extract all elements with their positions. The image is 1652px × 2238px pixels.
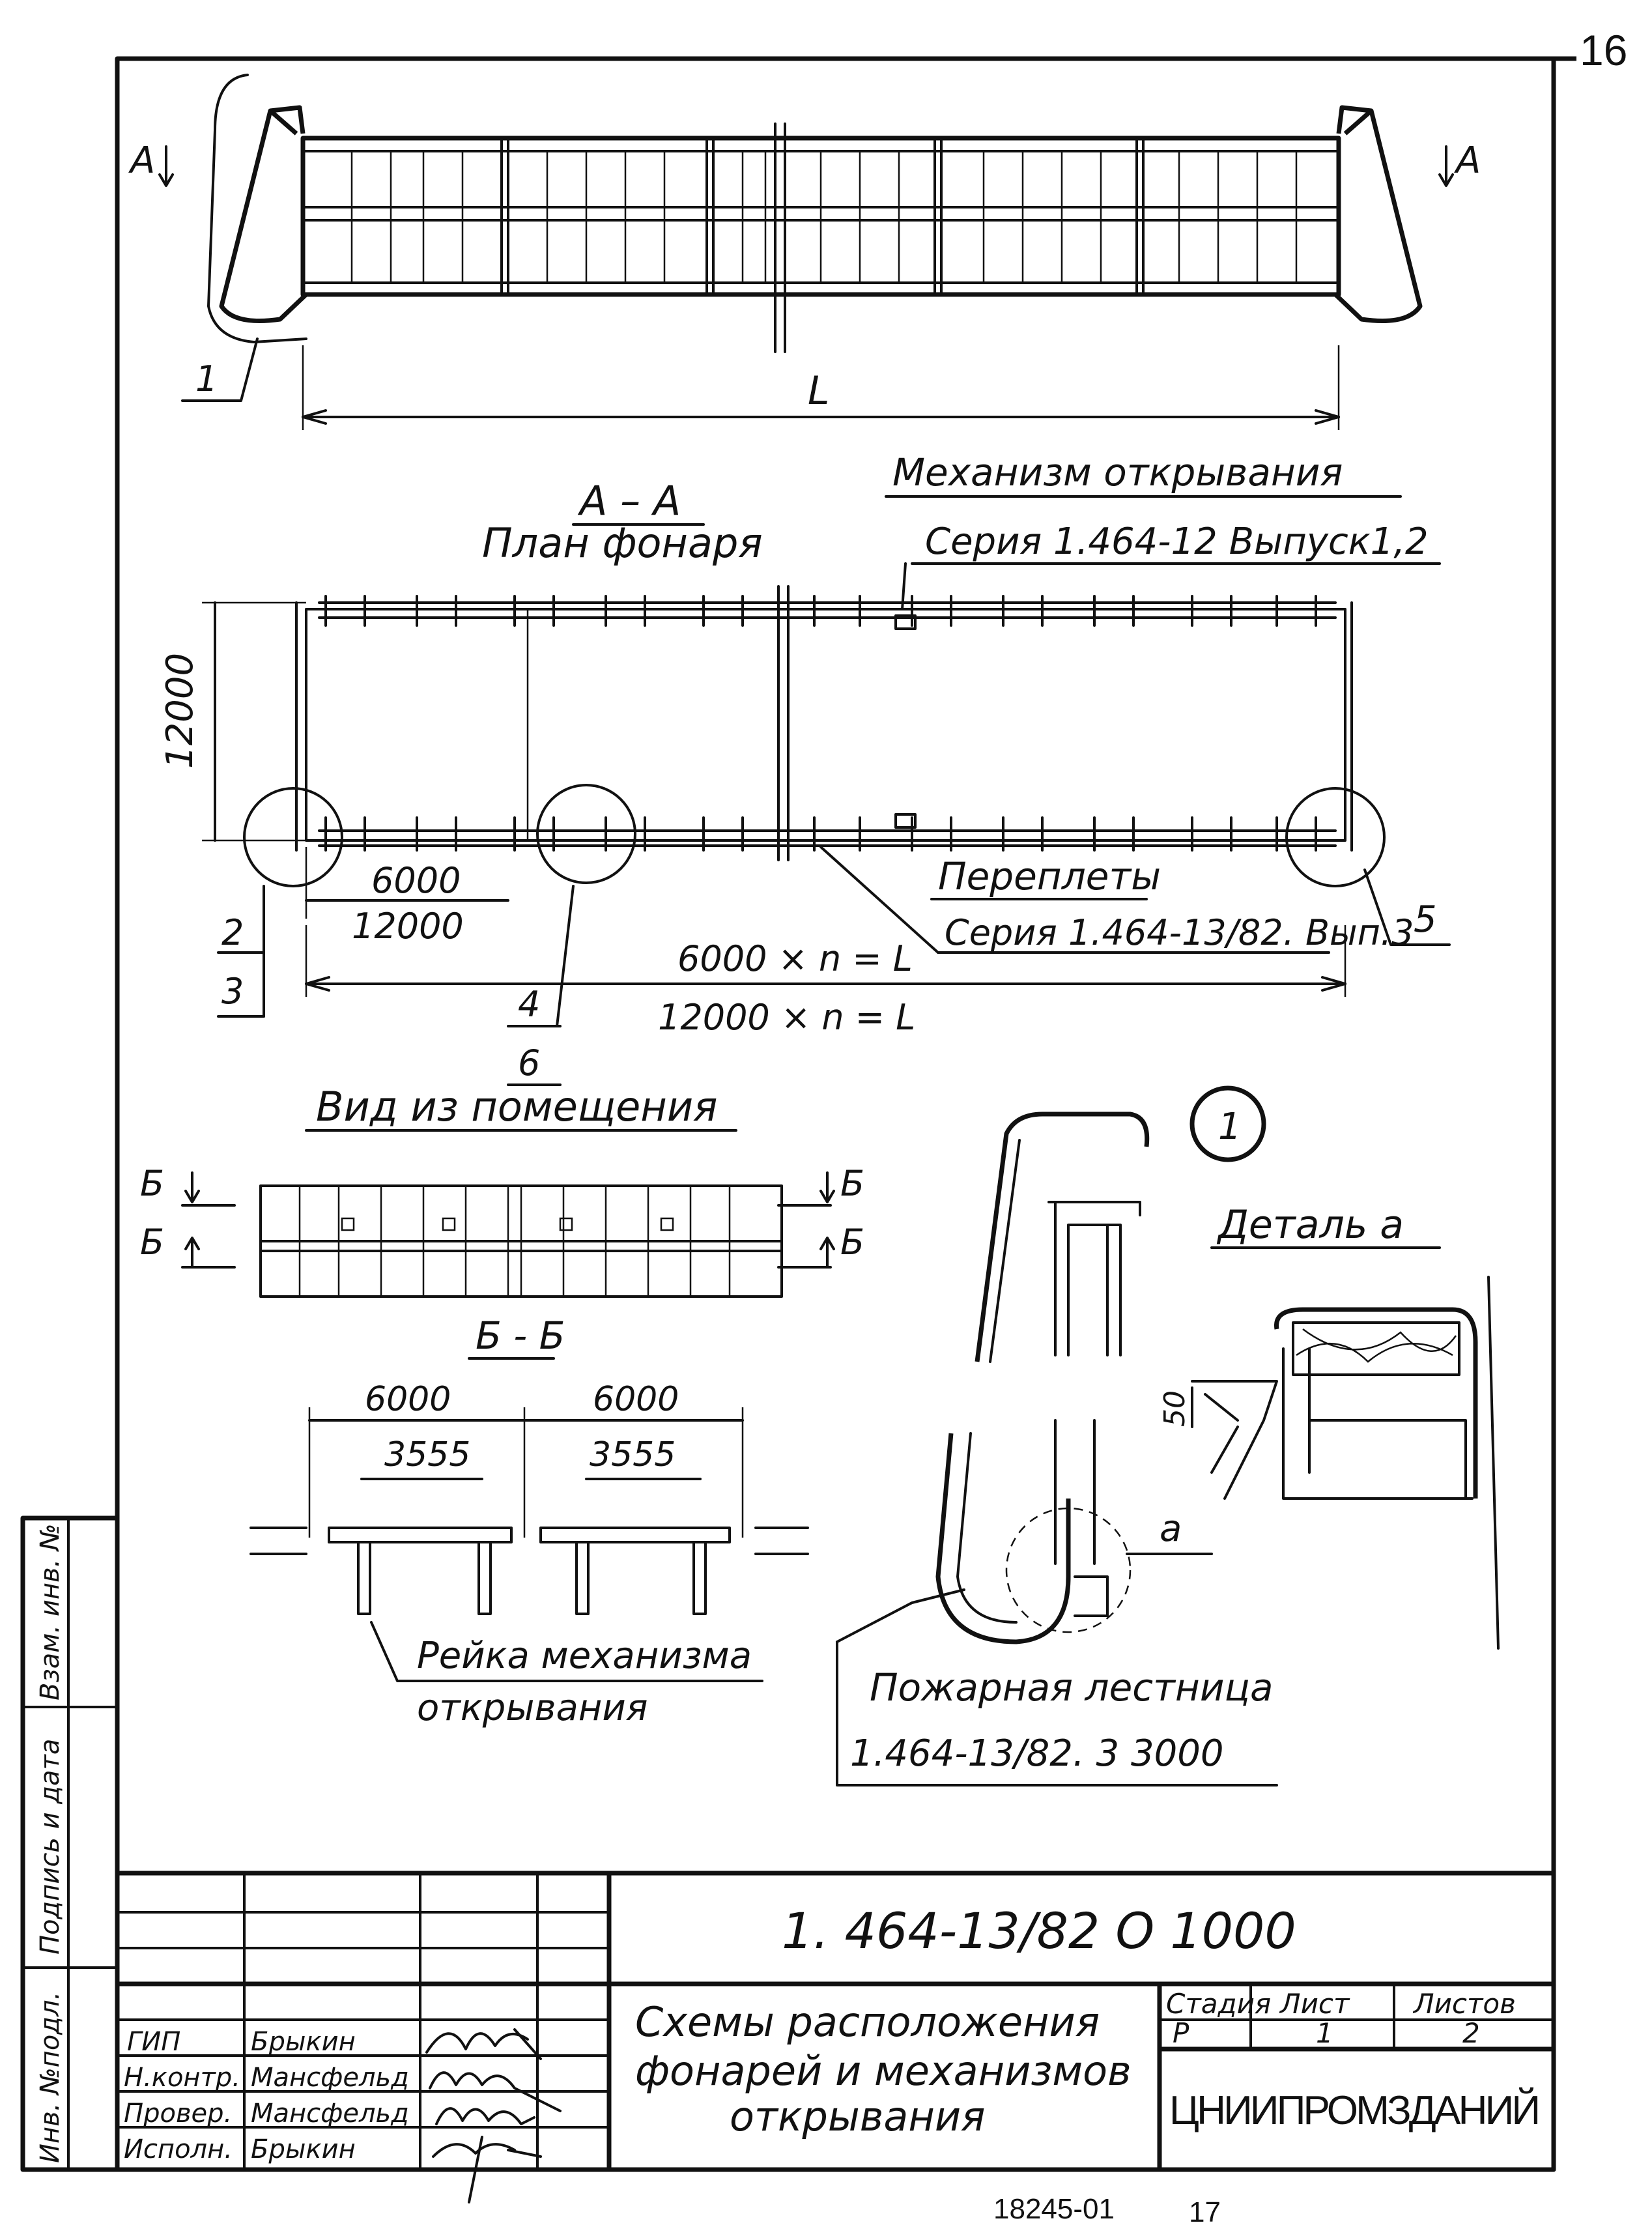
organization: ЦНИИПРОМЗДАНИЙ [1169, 2087, 1541, 2133]
stage-label: Стадия [1166, 1988, 1271, 2020]
role-1: ГИП [127, 2027, 180, 2057]
bb-dim-3555-b: 3555 [590, 1435, 676, 1474]
name-4: Брыкин [251, 2134, 356, 2164]
callout-4: 4 [518, 984, 540, 1025]
detail-1: 1 а Деталь а 50 Пожарная лестница 1.464-… [836, 1085, 1500, 1786]
bb-dim-6000-b: 6000 [593, 1380, 679, 1419]
doc-title-1: Схемы расположения [635, 1998, 1100, 2046]
section-bb: Б - Б 6000 6000 3555 3555 Рейка механизм… [249, 1313, 809, 1729]
plan-height-dim: 12000 [159, 653, 201, 769]
name-2: Мансфельд [251, 2063, 409, 2093]
sheets-value: 2 [1462, 2017, 1480, 2049]
formula-1: 6000 × n = L [677, 938, 913, 979]
doc-title-3: открывания [730, 2093, 985, 2140]
detail-title: Деталь а [1216, 1202, 1404, 1248]
stage-value: Р [1173, 2017, 1189, 2049]
plan-title: А – А [577, 477, 681, 524]
room-mark-4: Б [840, 1222, 864, 1263]
detail-dim-50: 50 [1158, 1390, 1191, 1427]
plan-subtitle: План фонаря [482, 519, 763, 567]
frames-series: Серия 1.464-13/82. Вып.3 [945, 912, 1414, 953]
role-4: Исполн. [124, 2134, 233, 2164]
side-inv-orig: Инв. №подл. [35, 1992, 65, 2163]
callout-3: 3 [221, 971, 244, 1012]
side-sign-date: Подпись и дата [35, 1739, 65, 1955]
sheets-label: Листов [1412, 1988, 1516, 2020]
name-3: Мансфельд [251, 2099, 409, 2129]
room-view-title: Вид из помещения [316, 1083, 717, 1130]
sheet-frame [115, 56, 1556, 2172]
page-number: 16 [1580, 26, 1627, 74]
room-mark-3: Б [840, 1163, 864, 1204]
title-block: 1. 464-13/82 О 1000 Схемы расположения ф… [116, 1871, 1555, 2203]
section-mark-right: А [1454, 139, 1481, 182]
lantern-elevation: А А 1 L [128, 74, 1481, 430]
room-mark-2: Б [140, 1222, 164, 1263]
formula-2: 12000 × n = L [658, 997, 915, 1038]
sheet-value: 1 [1316, 2017, 1333, 2049]
callout-6: 6 [518, 1042, 540, 1083]
rail-label-2: открывания [417, 1687, 648, 1729]
footer-doc-number: 18245-01 [993, 2193, 1115, 2225]
callout-2: 2 [221, 912, 244, 953]
detail-circle-num: 1 [1218, 1106, 1242, 1148]
sheet-label: Лист [1279, 1988, 1350, 2020]
plan-dim-12000: 12000 [352, 906, 464, 947]
ladder-label-2: 1.464-13/82. 3 3000 [850, 1732, 1223, 1775]
section-bb-title: Б - Б [476, 1313, 565, 1358]
name-1: Брыкин [251, 2027, 356, 2057]
bb-dim-6000-a: 6000 [365, 1380, 451, 1419]
role-2: Н.контр. [124, 2063, 240, 2093]
bb-dim-3555-a: 3555 [384, 1435, 470, 1474]
side-stamp: Инв. №подл. Подпись и дата Взам. инв. № [20, 1515, 120, 2172]
doc-title-2: фонарей и механизмов [635, 2047, 1132, 2095]
callout-1: 1 [195, 358, 218, 399]
plan-section: А – А План фонаря Механизм открывания Се… [159, 450, 1451, 1086]
dimension-L: L [808, 368, 829, 414]
frames-title: Переплеты [938, 854, 1161, 898]
detail-mark: а [1160, 1508, 1182, 1550]
plan-dim-6000: 6000 [371, 860, 461, 901]
callout-5: 5 [1414, 898, 1437, 941]
doc-code: 1. 464-13/82 О 1000 [782, 1902, 1296, 1960]
signatures [425, 2028, 562, 2203]
room-view: Вид из помещения Б Б Б Б [140, 1083, 864, 1298]
mechanism-title: Механизм открывания [892, 450, 1343, 495]
side-replace-inv: Взам. инв. № [35, 1523, 65, 1700]
role-3: Провер. [124, 2099, 232, 2129]
rail-label-1: Рейка механизма [417, 1635, 752, 1677]
mechanism-series: Серия 1.464-12 Выпуск1,2 [925, 521, 1429, 563]
footer-page: 17 [1189, 2196, 1221, 2228]
room-mark-1: Б [140, 1163, 164, 1204]
section-mark-left: А [128, 139, 155, 182]
ladder-label-1: Пожарная лестница [870, 1665, 1274, 1710]
